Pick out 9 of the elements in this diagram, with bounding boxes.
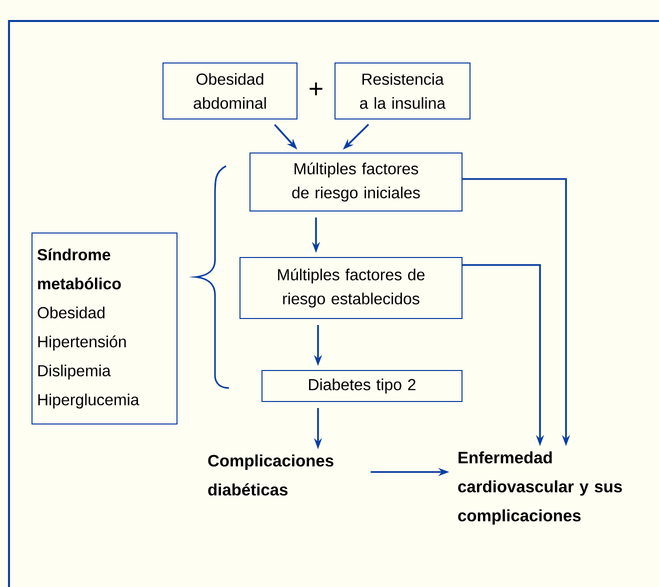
outcome-text: Enfermedad cardiovascular y sus complicaciones — [458, 451, 622, 525]
process-box: Resistencia a la insulina — [334, 62, 470, 120]
process-box: Diabetes tipo 2 — [262, 370, 462, 402]
outcome-text: Complicaciones diabéticas — [208, 454, 334, 496]
process-box: Múltiples factores de riesgo establecidos — [240, 257, 462, 319]
plus-sign: + — [310, 82, 322, 96]
process-box: Múltiples factores de riesgo iniciales — [250, 152, 462, 212]
process-box: Obesidad abdominal — [162, 62, 298, 120]
syndrome-box: Síndrome metabólico Obesidad Hipertensión Dislipemia Hiperglucemia — [32, 232, 178, 424]
